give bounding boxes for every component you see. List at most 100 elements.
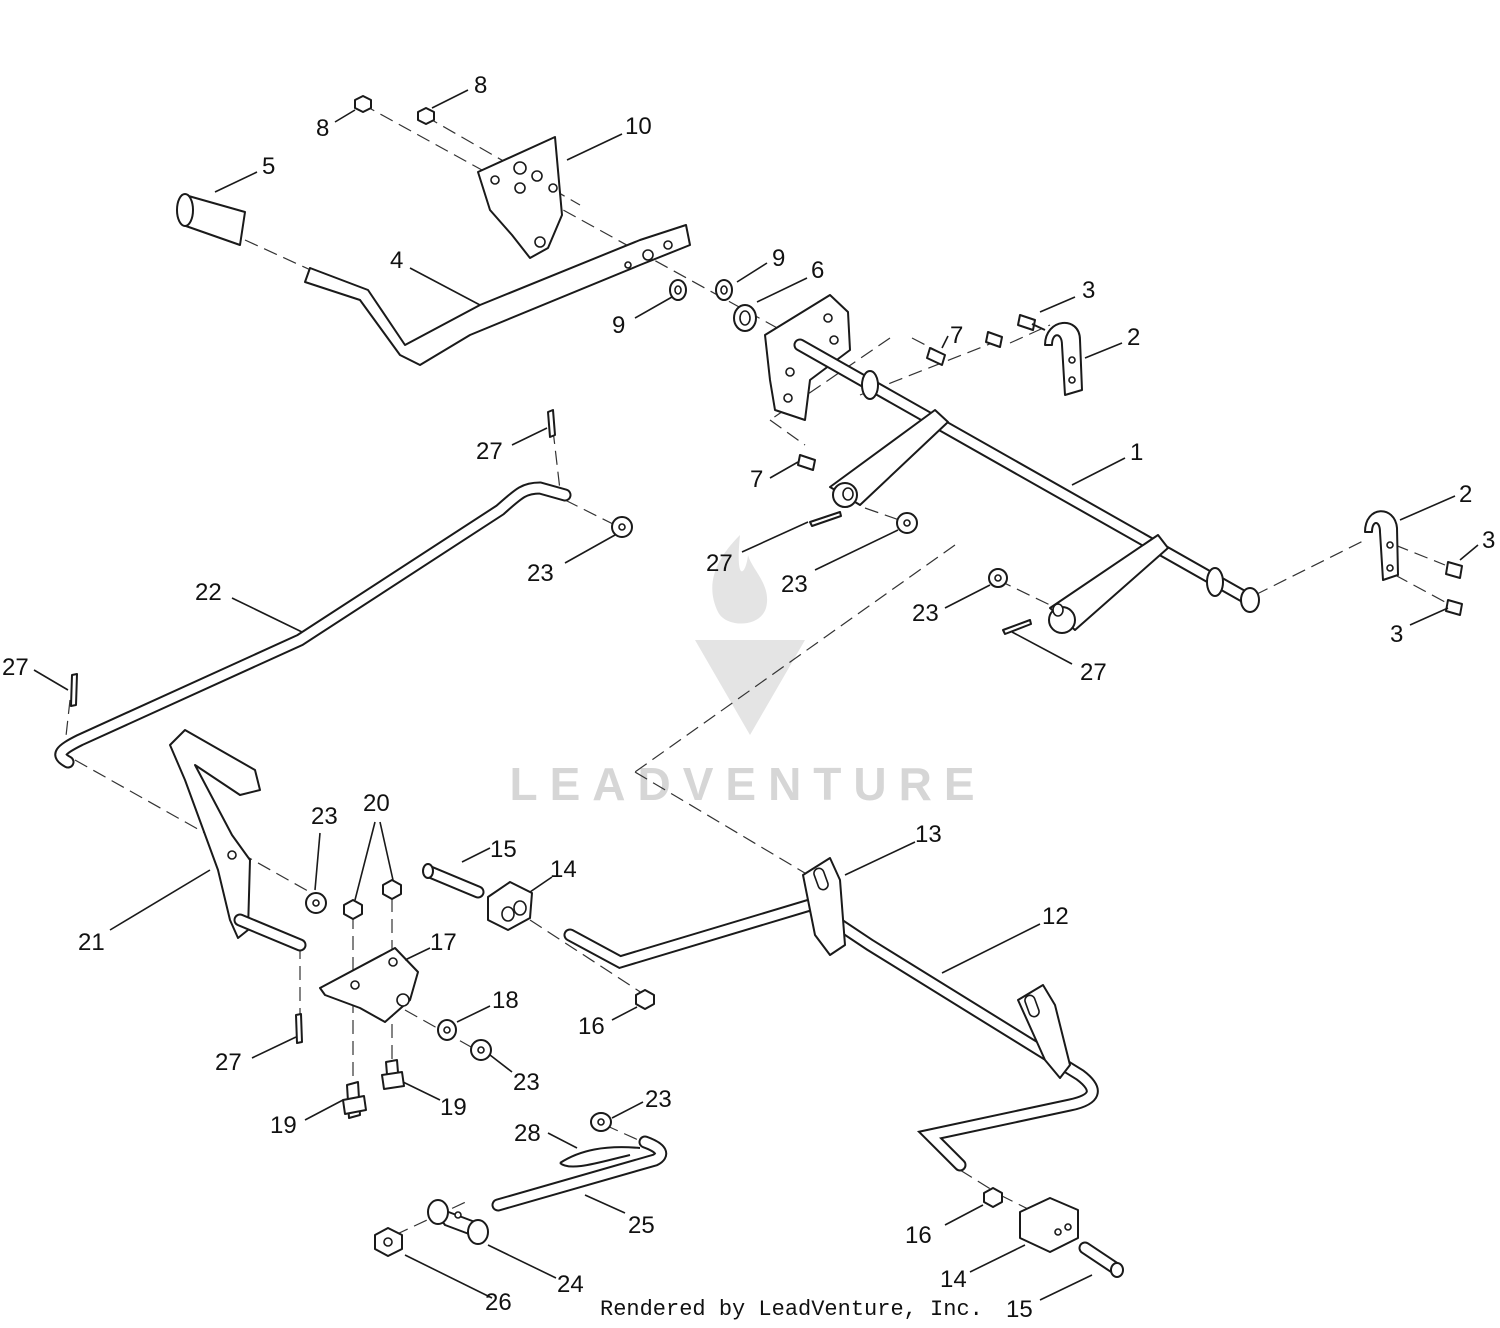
- part-8-nut-right: [417, 107, 435, 125]
- callout-label: 12: [1042, 903, 1069, 930]
- callout-label: 10: [625, 113, 652, 140]
- callout-label: 28: [514, 1120, 541, 1147]
- part-15-bolt-upper: [422, 863, 485, 899]
- callout-label: 1: [1130, 439, 1143, 466]
- part-16-nut-upper: [635, 989, 655, 1010]
- callout-label: 23: [645, 1086, 672, 1113]
- callout-label: 4: [390, 247, 403, 274]
- part-19-bolt-left: [342, 1081, 367, 1119]
- callout-label: 23: [781, 571, 808, 598]
- part-12-end-plate: [1017, 984, 1071, 1079]
- part-25-bent-rod: [491, 1135, 668, 1212]
- callout-label: 3: [1482, 527, 1495, 554]
- callout-label: 17: [430, 929, 457, 956]
- callout-label: 15: [490, 836, 517, 863]
- part-23-washer-a: [611, 516, 633, 538]
- part-17-mount-bracket: [319, 947, 419, 1023]
- callout-label: 3: [1082, 277, 1095, 304]
- part-22-connecting-rod: [54, 481, 572, 769]
- callout-label: 16: [578, 1013, 605, 1040]
- part-26-nut: [374, 1227, 403, 1257]
- v-logo-icon: [695, 640, 805, 735]
- callout-label: 7: [950, 322, 963, 349]
- callout-label: 19: [270, 1112, 297, 1139]
- part-10-bracket-plate: [477, 136, 563, 259]
- callout-label: 24: [557, 1271, 584, 1298]
- callout-label: 13: [915, 821, 942, 848]
- callout-label: 27: [215, 1049, 242, 1076]
- callout-label: 27: [1080, 659, 1107, 686]
- callout-label: 7: [750, 466, 763, 493]
- callout-label: 6: [811, 257, 824, 284]
- callout-label: 2: [1127, 324, 1140, 351]
- callout-label: 9: [772, 245, 785, 272]
- part-14-block-upper: [487, 881, 533, 931]
- part-24-collar: [427, 1199, 489, 1245]
- callout-label: 5: [262, 153, 275, 180]
- part-20-nut-right: [382, 879, 402, 900]
- callout-label: 14: [550, 856, 577, 883]
- callout-label: 27: [706, 550, 733, 577]
- callout-leaders: [33, 89, 1479, 1301]
- part-20-nut-left: [343, 899, 363, 920]
- callout-label: 27: [2, 654, 29, 681]
- callout-label: 16: [905, 1222, 932, 1249]
- render-credit: Rendered by LeadVenture, Inc.: [600, 1297, 983, 1322]
- part-16-nut-lower: [983, 1187, 1003, 1208]
- part-19-bolt-right: [381, 1059, 405, 1090]
- part-23-washer-e: [470, 1039, 492, 1061]
- part-5-handle-grip: [176, 193, 246, 246]
- callout-label: 23: [912, 600, 939, 627]
- part-3-bolt-d: [1445, 599, 1463, 616]
- part-27-cotter-pin-b: [809, 511, 842, 527]
- part-12-linkage-rod: [563, 897, 1099, 1172]
- part-4-lever: [304, 224, 691, 366]
- part-9-washer-upper: [715, 279, 733, 301]
- callout-label: 22: [195, 579, 222, 606]
- callout-label: 19: [440, 1094, 467, 1121]
- callout-label: 8: [474, 72, 487, 99]
- part-3-bolt-b: [985, 331, 1003, 348]
- callout-label: 23: [513, 1069, 540, 1096]
- part-8-nut-left: [354, 95, 372, 113]
- callout-label: 8: [316, 115, 329, 142]
- part-6-spacer: [733, 304, 757, 332]
- part-21-pivot-pin: [233, 913, 307, 952]
- callout-label: 15: [1006, 1296, 1033, 1323]
- callout-label: 27: [476, 438, 503, 465]
- callout-label: 25: [628, 1212, 655, 1239]
- callout-label: 9: [612, 312, 625, 339]
- callout-label: 23: [311, 803, 338, 830]
- flame-logo-icon: [712, 535, 768, 624]
- part-27-cotter-pin-a: [547, 409, 556, 438]
- part-7-bolt-lower: [797, 454, 816, 471]
- part-2-hook-bracket-upper: [1044, 322, 1083, 396]
- part-9-washer-lower: [669, 279, 687, 301]
- part-27-cotter-pin-e: [295, 1013, 303, 1044]
- callout-label: 21: [78, 929, 105, 956]
- callout-label: 20: [363, 790, 390, 817]
- center-mount-plate: [764, 294, 851, 421]
- part-18-spacer: [437, 1019, 457, 1041]
- part-3-bolt-a: [1017, 314, 1046, 331]
- callout-label: 26: [485, 1289, 512, 1316]
- part-2-hook-bracket-lower: [1364, 510, 1399, 581]
- part-3-bolt-c: [1445, 561, 1463, 579]
- part-15-bolt-lower: [1078, 1241, 1124, 1278]
- callout-label: 3: [1390, 621, 1403, 648]
- part-23-washer-c: [988, 568, 1008, 588]
- part-23-washer-f: [590, 1112, 612, 1132]
- part-13-link-plate: [802, 857, 846, 956]
- callout-label: 14: [940, 1266, 967, 1293]
- part-28-hairpin-clip: [559, 1146, 641, 1168]
- leadventure-watermark: LEADVENTURE: [509, 535, 986, 810]
- part-27-cotter-pin-d: [70, 673, 78, 707]
- part-1-cross-shaft: [793, 338, 1260, 634]
- watermark-text: LEADVENTURE: [509, 758, 986, 810]
- callout-label: 18: [492, 987, 519, 1014]
- part-21-pedal-arm: [169, 729, 261, 939]
- part-23-washer-d: [305, 892, 327, 914]
- part-7-bolt-upper: [926, 347, 946, 366]
- part-14-block-lower: [1019, 1197, 1079, 1253]
